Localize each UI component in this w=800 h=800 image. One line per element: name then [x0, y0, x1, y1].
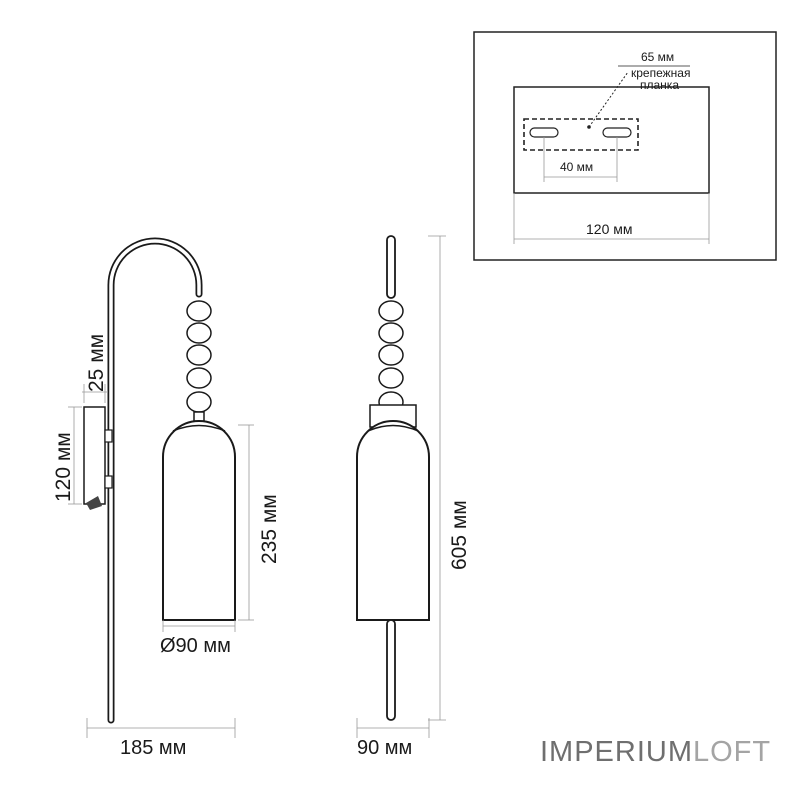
- base-height-label: 120 мм: [52, 432, 75, 502]
- front-shade-cap-line: [367, 424, 419, 432]
- height-label: 605 мм: [448, 500, 471, 570]
- front-top-rod: [386, 235, 396, 299]
- plate-name-line2: планка: [640, 78, 679, 92]
- plate-name-line1: крепежная: [631, 66, 690, 80]
- width-label: 90 мм: [357, 737, 412, 759]
- side-bead-2: [186, 322, 212, 344]
- side-base-clip-bottom: [104, 475, 113, 489]
- inset-leader-line: [588, 71, 629, 128]
- base-depth-label: 25 мм: [85, 334, 108, 392]
- side-bead-1: [186, 300, 212, 322]
- inset-frame: [473, 31, 777, 261]
- inset-slot-left: [529, 127, 559, 138]
- side-bead-4: [186, 367, 212, 389]
- side-view: 25 мм 120 мм 235 мм Ø90 мм 185 мм: [52, 237, 281, 759]
- inset-slot-right: [602, 127, 632, 138]
- side-shade: [162, 420, 236, 621]
- side-arm-inner: [109, 239, 201, 722]
- inset-base-plate: [513, 86, 710, 194]
- side-shade-cap-line: [172, 424, 226, 432]
- front-bead-2: [378, 322, 404, 344]
- base-width-label: 120 мм: [586, 221, 633, 237]
- side-bead-5: [186, 391, 212, 413]
- hole-spacing-label: 40 мм: [560, 160, 593, 174]
- shade-height-label: 235 мм: [258, 494, 281, 564]
- front-bead-3: [378, 344, 404, 366]
- front-shade: [356, 420, 430, 621]
- logo-part-1: IMPERIUM: [540, 736, 693, 768]
- side-wall-base: [83, 406, 106, 505]
- brand-logo: IMPERIUMLOFT: [540, 736, 771, 769]
- side-cable-entry: [86, 496, 102, 510]
- side-base-clip-top: [104, 429, 113, 443]
- shade-diameter-label: Ø90 мм: [160, 635, 231, 657]
- side-bead-3: [186, 344, 212, 366]
- front-bottom-rod: [386, 619, 396, 721]
- front-bead-4: [378, 367, 404, 389]
- front-view: 605 мм 90 мм: [356, 235, 471, 759]
- inset-mounting-bar: [523, 118, 639, 151]
- front-bead-1: [378, 300, 404, 322]
- mounting-inset: 65 мм крепежная планка 40 мм 120 мм: [473, 31, 777, 261]
- logo-part-2: LOFT: [693, 736, 772, 768]
- plate-width-label: 65 мм: [641, 50, 674, 64]
- depth-label: 185 мм: [120, 737, 186, 759]
